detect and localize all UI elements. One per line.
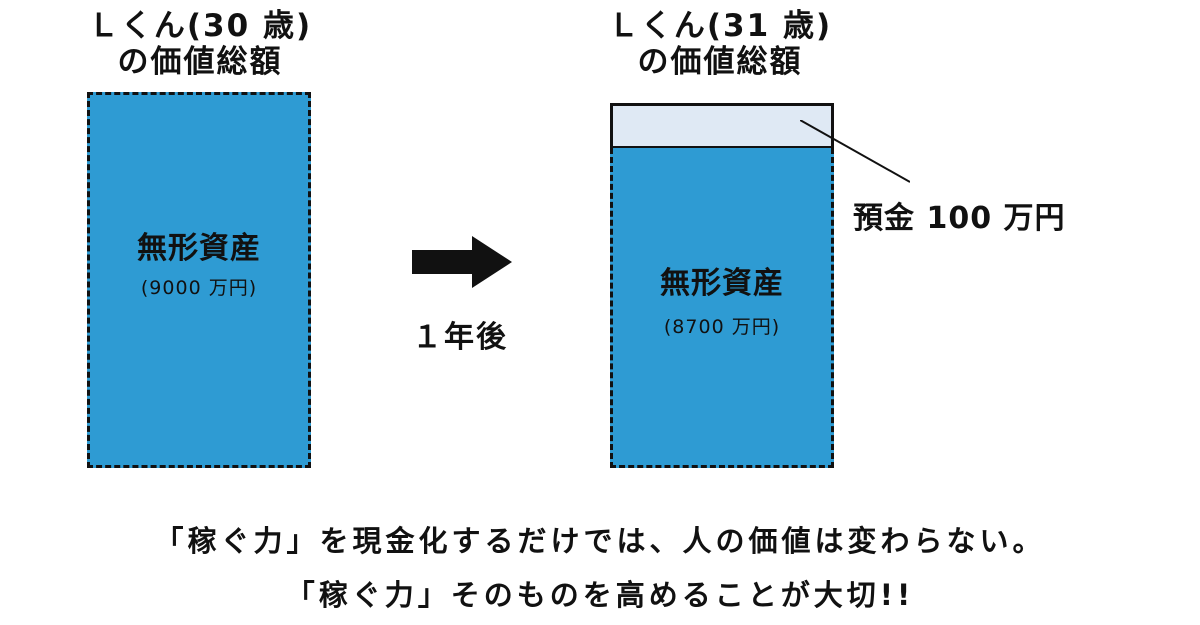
- left-title-line2: の価値総額: [117, 44, 283, 80]
- left-title-line1: Ｌくん(30 歳): [87, 8, 313, 44]
- right-arrow-icon: [412, 236, 512, 288]
- period-label: １年後: [412, 320, 508, 355]
- deposit-leader-line: [800, 120, 910, 183]
- message-line2: 「稼ぐ力」そのものを高めることが大切!!: [285, 578, 915, 612]
- deposit-label: 預金 100 万円: [853, 201, 1066, 236]
- deposit-box: [610, 103, 834, 149]
- left-title: Ｌくん(30 歳) の価値総額: [80, 8, 320, 80]
- left-asset-value: (9000 万円): [140, 277, 258, 299]
- right-intangible-assets-box: 無形資産 (8700 万円): [610, 148, 834, 468]
- left-asset-label: 無形資産: [137, 231, 261, 266]
- right-asset-value: (8700 万円): [663, 316, 781, 338]
- right-title: Ｌくん(31 歳) の価値総額: [590, 8, 850, 80]
- right-title-line2: の価値総額: [637, 44, 803, 80]
- right-title-line1: Ｌくん(31 歳): [607, 8, 833, 44]
- left-intangible-assets-box: 無形資産 (9000 万円): [87, 92, 311, 468]
- message-line1: 「稼ぐ力」を現金化するだけでは、人の価値は変わらない。: [154, 524, 1046, 558]
- right-asset-label: 無形資産: [660, 266, 784, 301]
